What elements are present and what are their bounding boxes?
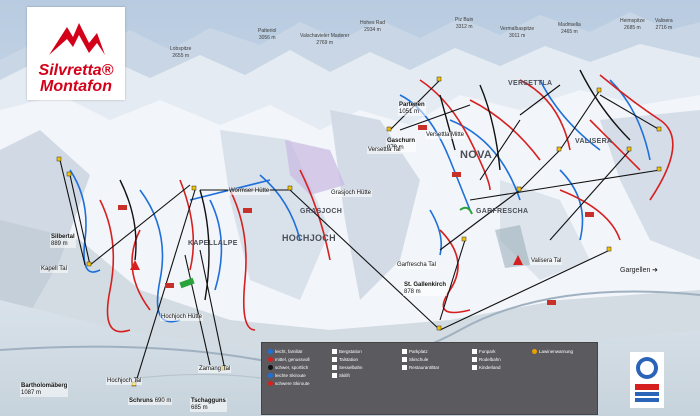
station-versettla-tal: Versettla Tal: [367, 147, 402, 154]
quality-seal: [630, 352, 664, 408]
arrow-right-icon: ➜: [652, 267, 658, 274]
legend-item: leichte Skiroute: [268, 373, 306, 379]
station-garfrescha-tal: Garfrescha Tal: [396, 262, 437, 269]
legend-item: schwere Skiroute: [268, 381, 310, 387]
logo-line2: Montafon: [40, 78, 112, 95]
hut-hochjoch: Hochjoch Hütte: [160, 314, 204, 321]
legend-item: Talstation: [332, 357, 358, 363]
legend-item: Bergstation: [332, 349, 362, 355]
mountain-logo-icon: [49, 23, 105, 55]
black-pistes: [119, 69, 631, 301]
legend-item: Lawinenwarnung: [532, 349, 573, 355]
logo-line1: Silvretta®: [38, 62, 114, 79]
snowpark-zone: [285, 140, 345, 195]
legend-item: Sesselbahn: [332, 365, 363, 371]
legend-item: mittel, genussvoll: [268, 357, 310, 363]
silvretta-montafon-logo: Silvretta® Montafon: [27, 7, 125, 100]
red-pistes: [99, 74, 674, 333]
info-board-icons: [118, 125, 594, 305]
lifts: [59, 79, 661, 386]
legend-item: Funpark: [472, 349, 496, 355]
station-hochjoch-tal: Hochjoch Tal: [106, 378, 143, 385]
area-kapellalpe: KAPELLALPE: [188, 240, 238, 247]
hut-wormser: Wormser Hütte: [228, 188, 271, 195]
station-versettla-mitte: Versettla Mitte: [425, 132, 466, 139]
hut-grasjoch: Grasjoch Hütte: [330, 190, 373, 197]
area-hochjoch: HOCHJOCH: [282, 233, 336, 243]
legend-item: schwer, sportlich: [268, 365, 308, 371]
legend-item: leicht, familiär: [268, 349, 303, 355]
funpark-marker: [179, 277, 195, 289]
area-valisera: VALISERA: [575, 138, 613, 145]
legend-item: Rodelbahn: [472, 357, 501, 363]
station-kapell-tal: Kapell Tal: [40, 266, 68, 273]
station-valisera-tal: Valisera Tal: [530, 258, 563, 265]
area-nova: NOVA: [460, 149, 493, 161]
warning-icon: [130, 255, 523, 270]
area-grasjoch: GRASJOCH: [300, 208, 343, 215]
map-legend: leicht, familiär mittel, genussvoll schw…: [261, 342, 598, 415]
legend-item: Skischule: [402, 357, 428, 363]
gargellen-direction[interactable]: Gargellen ➜: [620, 267, 658, 274]
town-schruns: Schruns 690 m: [128, 398, 173, 405]
station-zamang: Zamang Tal: [198, 366, 232, 373]
legend-item: Skilift: [332, 373, 350, 379]
lift-stations: [56, 76, 662, 387]
area-versettla: VERSETTLA: [508, 80, 553, 87]
area-garfrescha: GARFRESCHA: [476, 208, 529, 215]
legend-item: Kinderland: [472, 365, 501, 371]
legend-item: Restaurant/Bar: [402, 365, 439, 371]
legend-item: Parkplatz: [402, 349, 428, 355]
